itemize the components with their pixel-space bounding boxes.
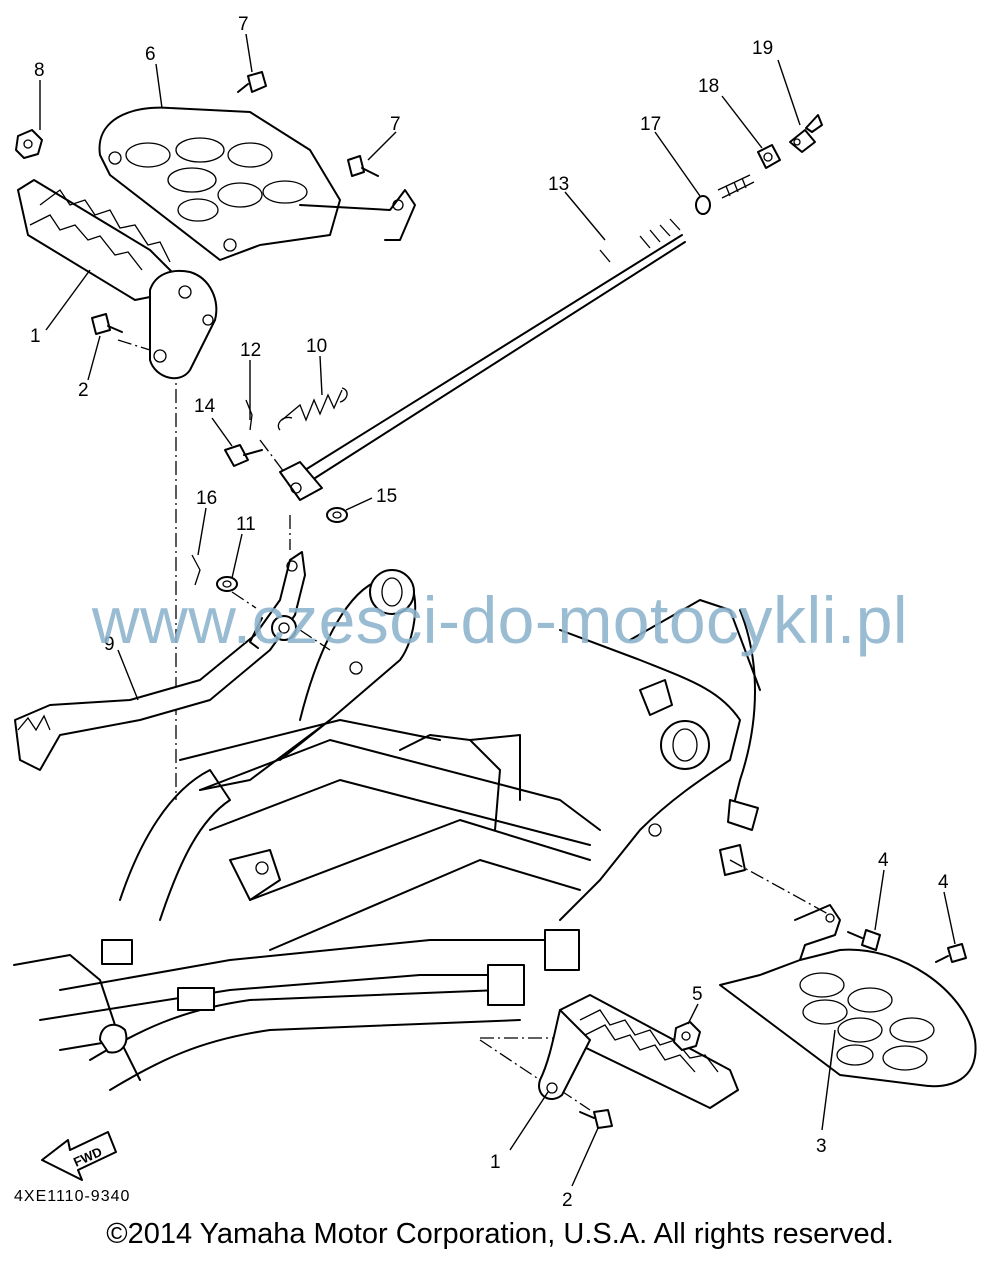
- callout-8: 8: [34, 60, 45, 81]
- footrest-guard-right: [719, 904, 977, 1088]
- wing-nut-19: [789, 114, 823, 153]
- bolt-2a: [91, 313, 123, 335]
- copyright-notice: ©2014 Yamaha Motor Corporation, U.S.A. A…: [106, 1218, 894, 1250]
- callout-4-left: 4: [878, 850, 889, 871]
- frame-assembly: [13, 569, 761, 1091]
- spring-10: [277, 387, 348, 431]
- callout-15: 15: [376, 486, 397, 507]
- callout-11: 11: [236, 514, 256, 535]
- callout-13: 13: [548, 174, 569, 195]
- bolt-4a: [847, 929, 881, 951]
- callout-14: 14: [194, 396, 216, 417]
- callout-7-right: 7: [390, 114, 401, 135]
- footrest-right: [538, 994, 739, 1109]
- nut-5: [673, 1021, 701, 1051]
- spring-17: [695, 174, 755, 215]
- bolt-4b: [935, 943, 967, 963]
- cotter-pin-12: [245, 399, 253, 431]
- callout-7-upper: 7: [238, 14, 249, 35]
- callout-4-right: 4: [938, 872, 949, 893]
- callout-3: 3: [816, 1136, 827, 1157]
- diagram-code: 4XE1110-9340: [14, 1188, 131, 1205]
- watermark: www.czesci-do-motocykli.pl: [91, 583, 909, 657]
- washer-11: [216, 576, 238, 592]
- callouts: 8 6 7 7 19 18 17 13 1 2 12 10 14 15 16 1…: [30, 14, 949, 1211]
- brake-rod: [279, 218, 686, 501]
- cotter-pin-16: [191, 554, 201, 586]
- washer-15: [326, 507, 348, 523]
- bolt-2b: [579, 1109, 613, 1129]
- callout-12: 12: [240, 340, 261, 361]
- nut-8: [15, 129, 43, 159]
- footrest-guard-left: [98, 106, 416, 261]
- fwd-arrow-icon: FWD: [41, 1131, 117, 1181]
- bolt-7a: [237, 71, 267, 93]
- brake-pedal: [14, 551, 306, 771]
- callout-1-left: 1: [30, 326, 41, 347]
- callout-6: 6: [145, 44, 156, 65]
- callout-19: 19: [752, 38, 773, 59]
- callout-9: 9: [104, 634, 115, 655]
- bolt-7b: [347, 155, 379, 177]
- callout-2-left: 2: [78, 380, 89, 401]
- leader-lines: [39, 33, 956, 1187]
- callout-16: 16: [196, 488, 217, 509]
- callout-18: 18: [698, 76, 719, 97]
- callout-10: 10: [306, 336, 327, 357]
- callout-1-right: 1: [490, 1152, 501, 1173]
- callout-5: 5: [692, 984, 703, 1005]
- pin-14: [224, 444, 263, 467]
- callout-17: 17: [640, 114, 661, 135]
- footrest-left: [17, 179, 218, 380]
- callout-2-right: 2: [562, 1190, 573, 1211]
- assembly-lines: [117, 339, 831, 1111]
- nut-18: [757, 144, 781, 169]
